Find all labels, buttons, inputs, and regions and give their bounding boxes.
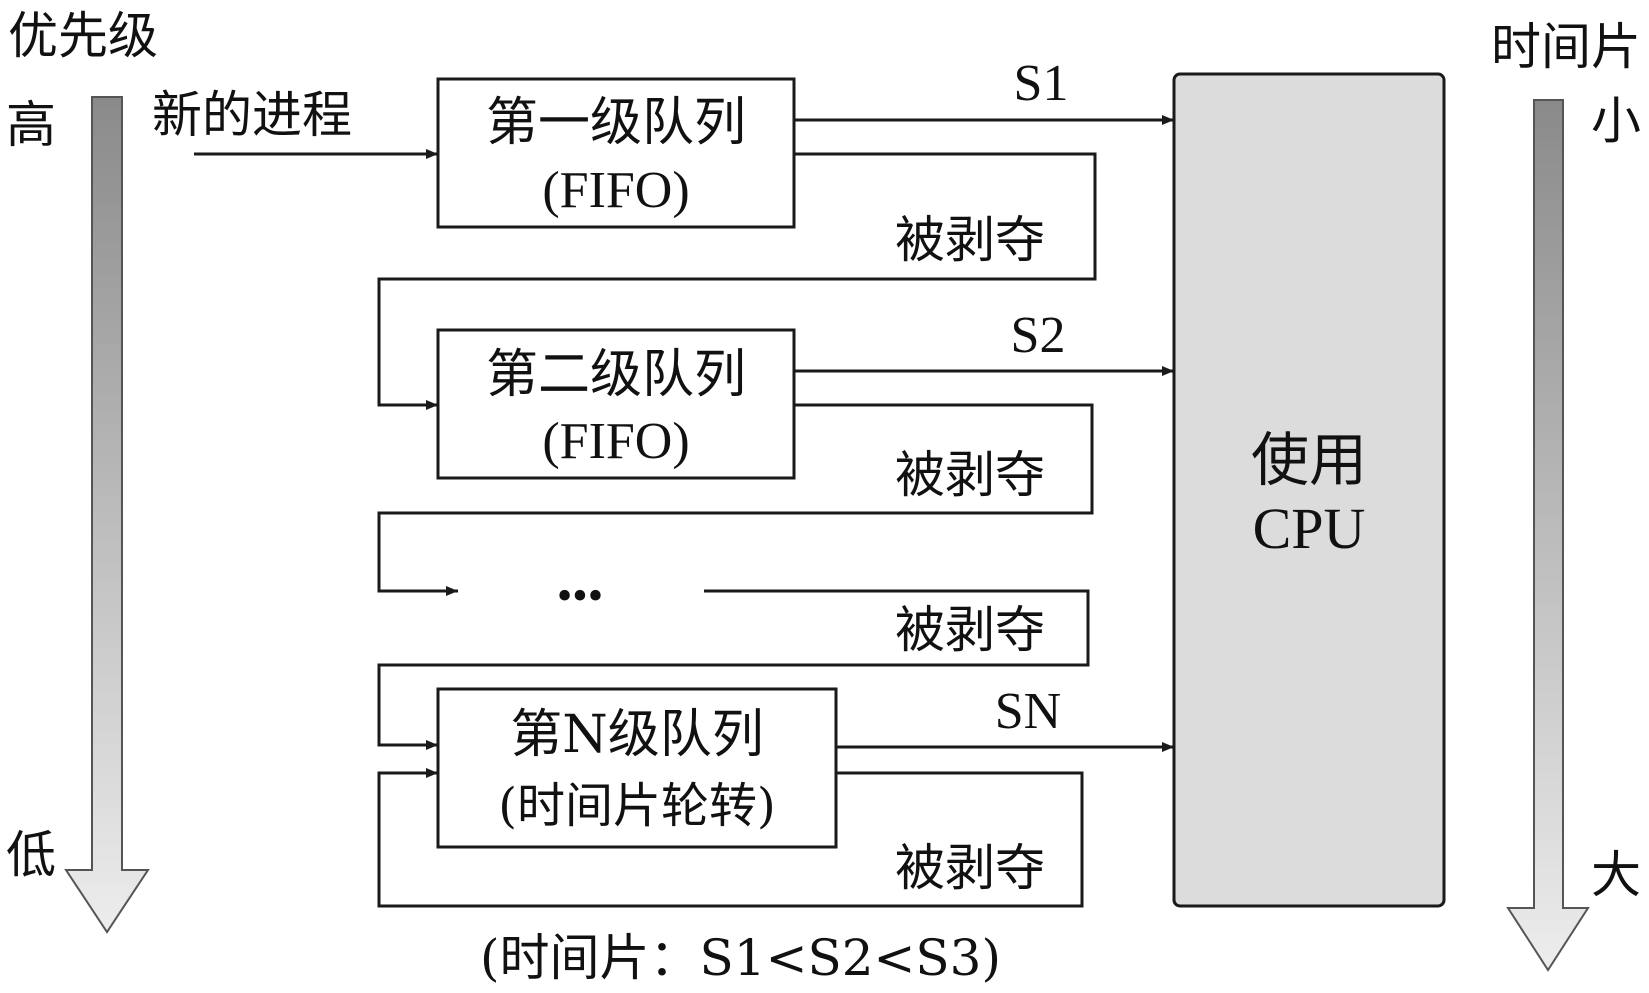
queue-level-n: 第N级队列 (时间片轮转) SN 被剥夺 [377,683,1174,908]
cpu-block: 使用 CPU [1172,72,1446,908]
queue-2-title: 第二级队列 [486,345,746,405]
queue-2-preempted-label: 被剥夺 [895,446,1045,504]
queue-1-preempt-path [377,152,1097,410]
new-process-label: 新的进程 [152,86,352,144]
queue-2-slice-label: S2 [1011,307,1066,364]
ellipsis-preempted-label: 被剥夺 [895,601,1045,659]
time-slice-title: 时间片 [1491,18,1641,76]
priority-title: 优先级 [8,7,158,65]
queue-1-title: 第一级队列 [486,93,746,153]
ellipsis-dots: ••• [557,571,603,620]
priority-scale: 优先级 高 低 [6,7,158,934]
time-slice-arrow [1506,99,1590,972]
queue-n-title: 第N级队列 [510,705,764,765]
queue-n-discipline: (时间片轮转) [498,778,775,834]
queue-n-slice-label: SN [995,683,1061,740]
time-slice-scale: 时间片 小 大 [1491,18,1641,972]
queue-level-2: 第二级队列 (FIFO) S2 被剥夺 [377,307,1174,596]
cpu-label-cpu: CPU [1253,496,1366,561]
intermediate-levels: ••• 被剥夺 [377,571,1090,750]
time-slice-footnote: (时间片：S1<S2<S3) [480,929,1001,987]
time-slice-large-label: 大 [1591,846,1641,904]
cpu-box [1172,72,1446,908]
time-slice-small-label: 小 [1591,92,1641,150]
queue-n-box [436,687,838,849]
queue-n-preempt-path [377,768,1084,908]
queue-1-discipline: (FIFO) [542,162,689,219]
queue-n-preempted-label: 被剥夺 [895,839,1045,897]
cpu-label-use: 使用 [1251,426,1367,494]
queue-2-discipline: (FIFO) [542,413,689,470]
priority-low-label: 低 [6,826,56,884]
queue-1-slice-label: S1 [1014,55,1069,112]
priority-high-label: 高 [6,96,56,154]
queue-1-preempted-label: 被剥夺 [895,211,1045,269]
priority-arrow [64,96,150,934]
queue-level-1: 第一级队列 (FIFO) S1 被剥夺 [377,55,1174,410]
queue-2-preempt-path [377,403,1094,596]
ellipsis-preempt-path [377,589,1090,750]
